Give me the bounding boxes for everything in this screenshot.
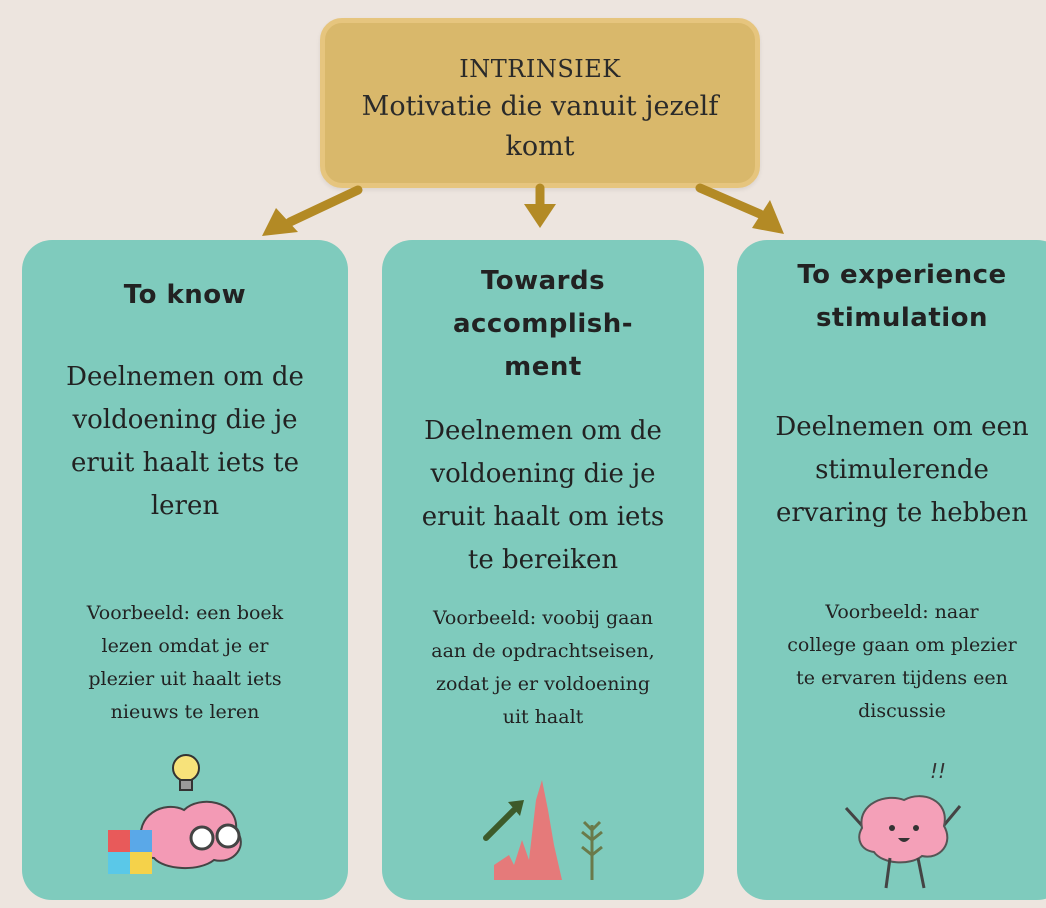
growth-chart-arrow-icon — [483, 780, 603, 880]
intrinsic-motivation-box: INTRINSIEK Motivatie die vanuit jezelf k… — [320, 18, 760, 188]
card-description: Deelnemen om een stimulerende ervaring t… — [775, 412, 1029, 528]
card-title: To know — [123, 280, 247, 310]
card-title: Towards accomplish- ment — [452, 266, 634, 382]
card-description: Deelnemen om de voldoening die je eruit … — [421, 416, 665, 575]
svg-text:!!: !! — [930, 759, 946, 783]
arrow-right — [695, 183, 784, 234]
top-box-title: Motivatie die vanuit jezelf komt — [361, 91, 719, 162]
arrow-left — [262, 185, 363, 236]
card-example: Voorbeeld: naar college gaan om plezier … — [787, 601, 1017, 722]
excited-brain-icon: !! — [844, 759, 962, 889]
arrow-center — [524, 183, 556, 228]
card-to-know: To know Deelnemen om de voldoening die j… — [22, 240, 348, 900]
top-box-kicker: INTRINSIEK — [459, 55, 621, 83]
card-title: To experience stimulation — [797, 260, 1007, 333]
card-towards-accomplishment: Towards accomplish- ment Deelnemen om de… — [382, 240, 704, 900]
card-description: Deelnemen om de voldoening die je eruit … — [66, 362, 304, 521]
card-example: Voorbeeld: voobij gaan aan de opdrachtse… — [431, 607, 655, 728]
brain-puzzle-lightbulb-icon — [108, 754, 242, 874]
card-to-experience-stimulation: To experience stimulation Deelnemen om e… — [737, 240, 1046, 900]
card-example: Voorbeeld: een boek lezen omdat je er pl… — [86, 602, 284, 723]
